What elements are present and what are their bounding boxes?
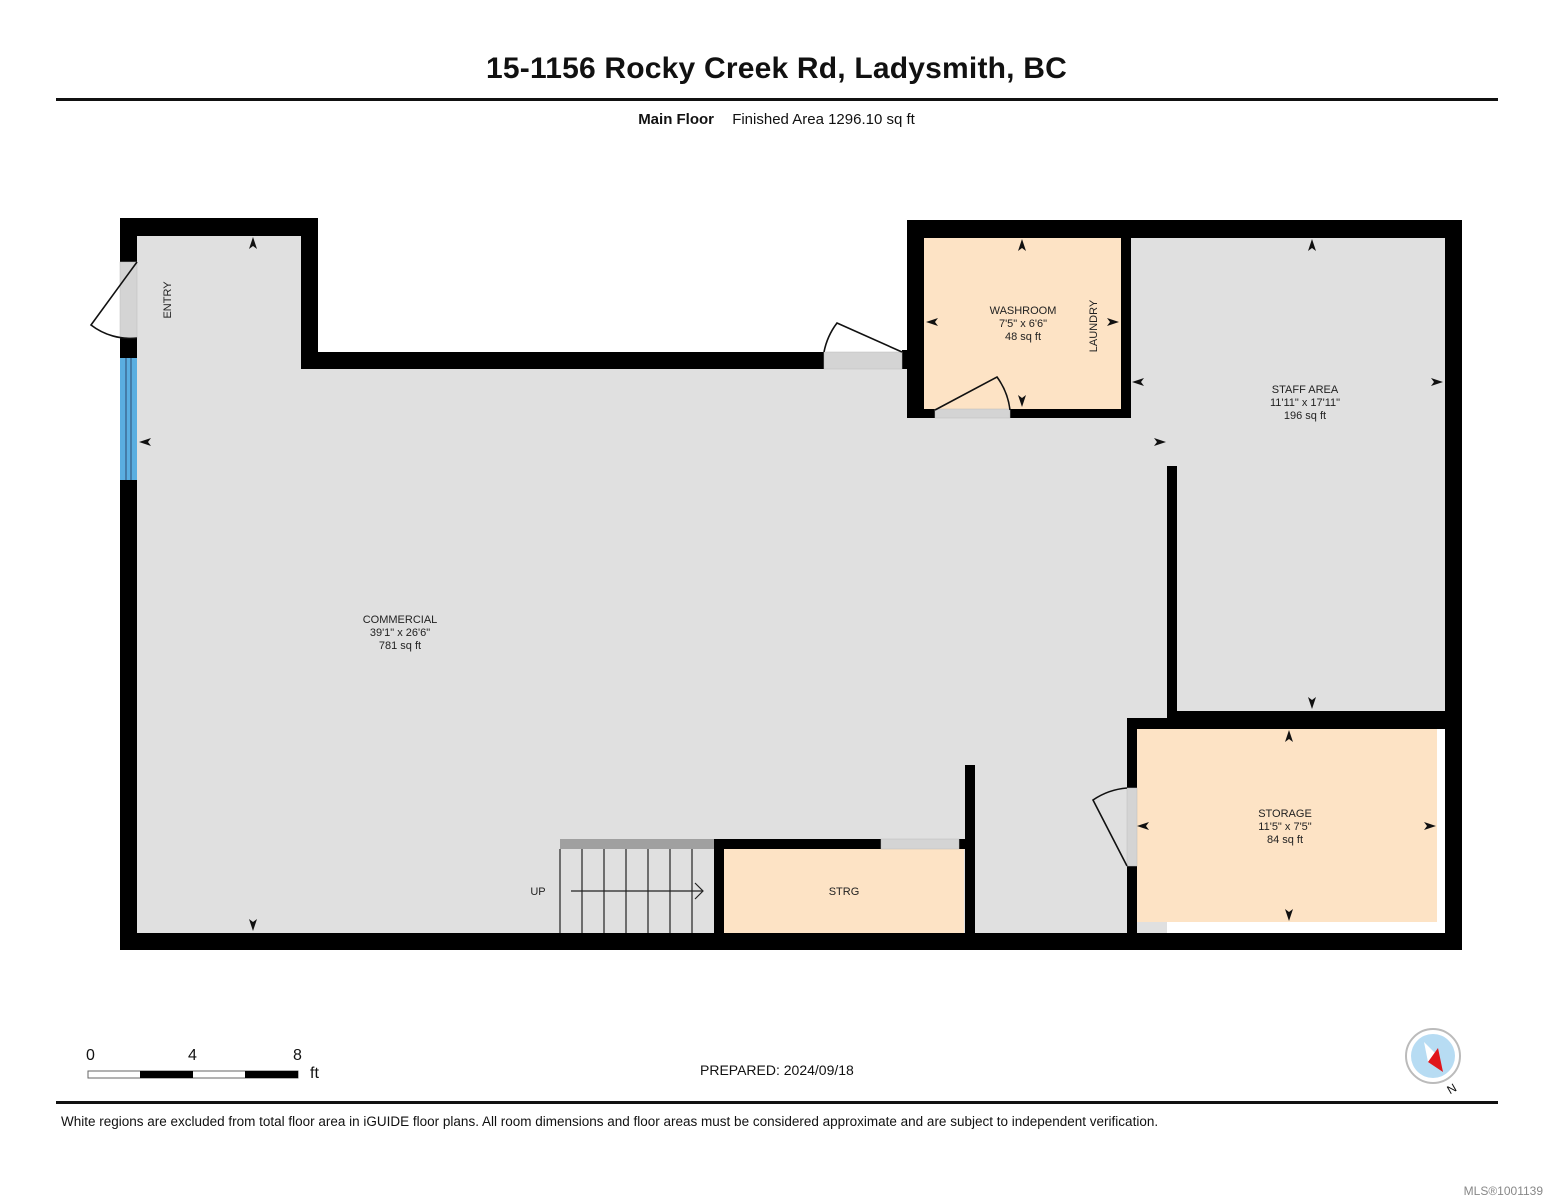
floor-fills (137, 236, 1445, 933)
laundry-label: LAUNDRY (1088, 299, 1100, 352)
staff-area-name: STAFF AREA (1272, 384, 1339, 396)
footer-divider (56, 1101, 1498, 1104)
prepared-date: PREPARED: 2024/09/18 (700, 1062, 854, 1078)
floor-summary: Main Floor Finished Area 1296.10 sq ft (0, 111, 1553, 128)
commercial-name: COMMERCIAL (363, 614, 438, 626)
strg-label: STRG (829, 886, 860, 898)
washroom-name: WASHROOM (990, 305, 1057, 317)
room-labels: ENTRY LAUNDRY COMMERCIAL 39'1" x 26'6" 7… (162, 281, 1340, 898)
scale-bar (87, 1070, 299, 1079)
scale-unit: ft (310, 1065, 319, 1082)
scale-tick-0: 0 (86, 1047, 95, 1064)
storage-door (1091, 787, 1128, 867)
dimension-markers (139, 237, 1443, 931)
storage-dimensions: 11'5" x 7'5" (1258, 821, 1311, 833)
staff-area-dimensions: 11'11" x 17'11" (1270, 397, 1340, 409)
walls (120, 218, 1462, 950)
beige-rooms (724, 237, 1437, 933)
compass-north-label: N (1445, 1081, 1460, 1097)
header-divider (56, 98, 1498, 101)
door-swings (89, 261, 1128, 867)
stairs (559, 839, 714, 933)
strg-floor (724, 849, 964, 933)
washroom-door (934, 375, 1011, 411)
window (120, 358, 137, 480)
entry-door (89, 261, 138, 340)
stairs-up-label: UP (530, 886, 545, 898)
mls-number: MLS®1001139 (1463, 1184, 1543, 1198)
disclaimer: White regions are excluded from total fl… (61, 1114, 1159, 1129)
washroom-dimensions: 7'5" x 6'6" (999, 318, 1047, 330)
floor-name: Main Floor (638, 111, 715, 128)
staff-area-area: 196 sq ft (1284, 410, 1326, 422)
washroom-area: 48 sq ft (1005, 331, 1041, 343)
page-title: 15-1156 Rocky Creek Rd, Ladysmith, BC (486, 52, 1067, 85)
storage-area: 84 sq ft (1267, 834, 1303, 846)
scale-tick-4: 4 (188, 1047, 197, 1064)
storage-floor (1136, 729, 1437, 922)
commercial-door (823, 322, 903, 353)
commercial-dimensions: 39'1" x 26'6" (370, 627, 430, 639)
scale-tick-8: 8 (293, 1047, 302, 1064)
door-sills (119, 261, 1138, 867)
washroom-floor (924, 237, 1121, 409)
entry-label: ENTRY (162, 281, 174, 319)
storage-name: STORAGE (1258, 808, 1312, 820)
commercial-area: 781 sq ft (379, 640, 421, 652)
finished-area: Finished Area 1296.10 sq ft (732, 111, 915, 128)
compass-icon (1405, 1028, 1461, 1084)
